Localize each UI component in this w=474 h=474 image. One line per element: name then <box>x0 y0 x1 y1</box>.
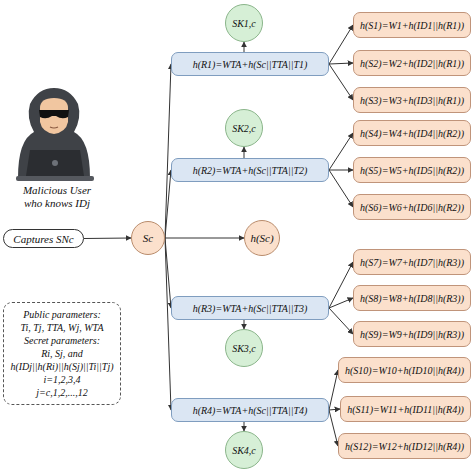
node-text: h(S12)=W12+h(ID12||h(R4)) <box>345 441 464 452</box>
sunglasses <box>39 110 69 118</box>
node-text: h(S8)=W8+h(ID8||h(R3)) <box>360 293 464 304</box>
hash-box: h(S2)=W2+h(ID2||h(R1)) <box>353 50 471 76</box>
hash-box: h(S3)=W3+h(ID3||h(R1)) <box>353 87 471 113</box>
node-text: h(Sc) <box>250 232 273 244</box>
node-text: h(S5)=W5+h(ID5||h(R2)) <box>360 165 464 176</box>
connector-arrow <box>84 238 131 240</box>
connector-arrow <box>244 422 245 431</box>
hash-box: h(S9)=W9+h(ID9||h(R3)) <box>353 321 471 347</box>
session-key-circle: SK3,c <box>225 329 263 367</box>
connector-arrow <box>244 147 245 158</box>
hash-box: h(S8)=W8+h(ID8||h(R3)) <box>353 285 471 311</box>
hash-box: h(S6)=W6+h(ID6||h(R2)) <box>353 194 471 220</box>
connector-arrow <box>329 25 353 64</box>
connector-arrow <box>244 42 245 52</box>
parameter-box: Public parameters:Ti, Tj, TTA, Wj, WTASe… <box>3 302 121 405</box>
face <box>40 98 68 134</box>
node-text: Sc <box>143 232 153 244</box>
connector-arrow <box>329 298 353 308</box>
mouth <box>50 127 58 128</box>
hood <box>18 88 90 178</box>
hash-box: h(S10)=W10+h(ID10||h(R4)) <box>338 357 471 383</box>
node-text: h(S10)=W10+h(ID10||h(R4)) <box>345 365 464 376</box>
connector-arrow <box>329 170 353 207</box>
node-text: h(R1)=WTA+h(Sc||TTA||T1) <box>193 59 308 70</box>
node-text: h(S9)=W9+h(ID9||h(R3)) <box>360 329 464 340</box>
node-text: SK2,c <box>232 123 256 134</box>
node-text: h(S11)=W11+h(ID11||h(R4)) <box>347 404 464 415</box>
hash-box: h(S4)=W4+h(ID4||h(R2)) <box>353 120 471 146</box>
node-text: h(S7)=W7+h(ID7||h(R3)) <box>360 257 464 268</box>
caption-label: Malicious User who knows IDj <box>14 184 100 210</box>
node-text: h(S3)=W3+h(ID3||h(R1)) <box>360 95 464 106</box>
connector-arrow <box>329 262 353 308</box>
node-text: j=c,1,2,...,12 <box>36 386 87 399</box>
hash-box: h(R3)=WTA+h(Sc||TTA||T3) <box>171 296 329 320</box>
node-text: h(S6)=W6+h(ID6||h(R2)) <box>360 202 464 213</box>
node-text: h(R3)=WTA+h(Sc||TTA||T3) <box>193 303 308 314</box>
hash-box: h(S7)=W7+h(ID7||h(R3)) <box>353 249 471 275</box>
node-text: h(R2)=WTA+h(Sc||TTA||T2) <box>193 165 308 176</box>
session-key-circle: SK4,c <box>225 431 263 469</box>
node-text: SK4,c <box>232 445 256 456</box>
hash-box: h(R2)=WTA+h(Sc||TTA||T2) <box>171 158 329 182</box>
connector-arrow <box>329 64 353 100</box>
connector-arrow <box>165 170 171 238</box>
node-text: Ri, Sj, and <box>41 347 83 360</box>
hash-circle: h(Sc) <box>244 220 280 256</box>
node-text: h(S2)=W2+h(ID2||h(R1)) <box>360 58 464 69</box>
hash-box: h(R1)=WTA+h(Sc||TTA||T1) <box>171 52 329 76</box>
connector-arrow <box>329 308 353 334</box>
connector-arrow <box>165 238 171 410</box>
hash-box: h(S5)=W5+h(ID5||h(R2)) <box>353 157 471 183</box>
connector-arrow <box>165 238 244 239</box>
node-text: SK1,c <box>232 18 256 29</box>
hash-box: h(S12)=W12+h(ID12||h(R4)) <box>338 433 471 459</box>
node-text: SK3,c <box>232 343 256 354</box>
node-text: i=1,2,3,4 <box>43 373 80 386</box>
node-text: h(IDj||h(Ri)||h(Sj)||Ti||Tj) <box>10 360 113 373</box>
secret-circle: Sc <box>131 221 165 255</box>
connector-arrow <box>244 320 245 329</box>
connector-arrow <box>329 170 353 171</box>
connector-arrow <box>329 410 338 446</box>
node-text: Public parameters: <box>23 308 101 321</box>
connector-arrow <box>329 133 353 170</box>
node-text: h(R4)=WTA+h(Sc||TTA||T4) <box>193 405 308 416</box>
node-text: Secret parameters: <box>24 334 100 347</box>
connector-arrow <box>329 370 338 410</box>
laptop-logo <box>52 160 58 166</box>
session-key-circle: SK1,c <box>225 4 263 42</box>
hash-box: h(S11)=W11+h(ID11||h(R4)) <box>340 396 471 422</box>
hash-box: h(S1)=W1+h(ID1||h(R1)) <box>353 12 471 38</box>
node-text: h(S4)=W4+h(ID4||h(R2)) <box>360 128 464 139</box>
connector-arrow <box>329 409 340 410</box>
node-text: h(S1)=W1+h(ID1||h(R1)) <box>360 20 464 31</box>
connector-arrow <box>165 64 171 238</box>
laptop-screen <box>26 150 84 176</box>
session-key-circle: SK2,c <box>225 109 263 147</box>
connector-arrow <box>329 63 353 64</box>
hash-box: h(R4)=WTA+h(Sc||TTA||T4) <box>171 398 329 422</box>
laptop-base <box>16 176 94 181</box>
node-text: Captures SNc <box>13 233 73 245</box>
capture-box: Captures SNc <box>3 229 84 248</box>
node-text: Ti, Tj, TTA, Wj, WTA <box>21 321 104 334</box>
